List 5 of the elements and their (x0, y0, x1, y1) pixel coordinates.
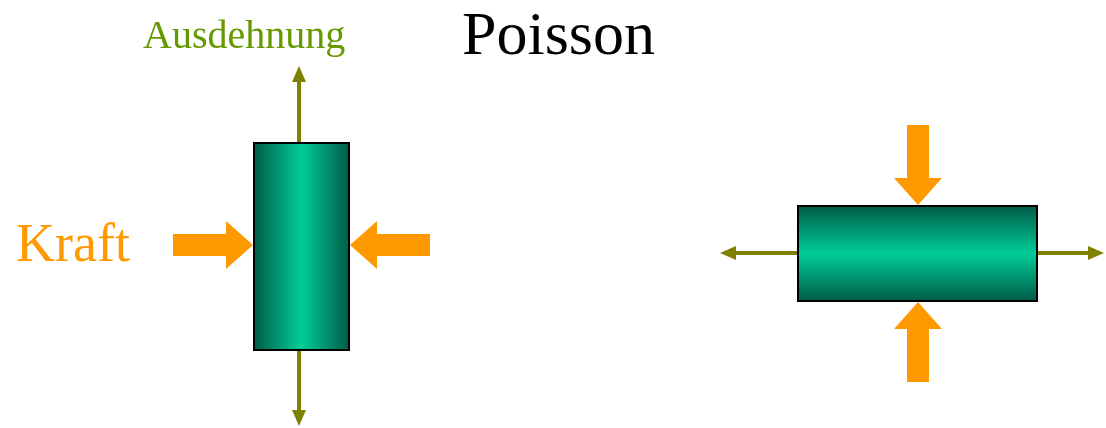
cylinder-block (253, 142, 350, 351)
title: Poisson (462, 0, 655, 69)
cylinder-block (797, 205, 1038, 302)
label: Kraft (16, 212, 130, 275)
label: Ausdehnung (143, 12, 346, 58)
